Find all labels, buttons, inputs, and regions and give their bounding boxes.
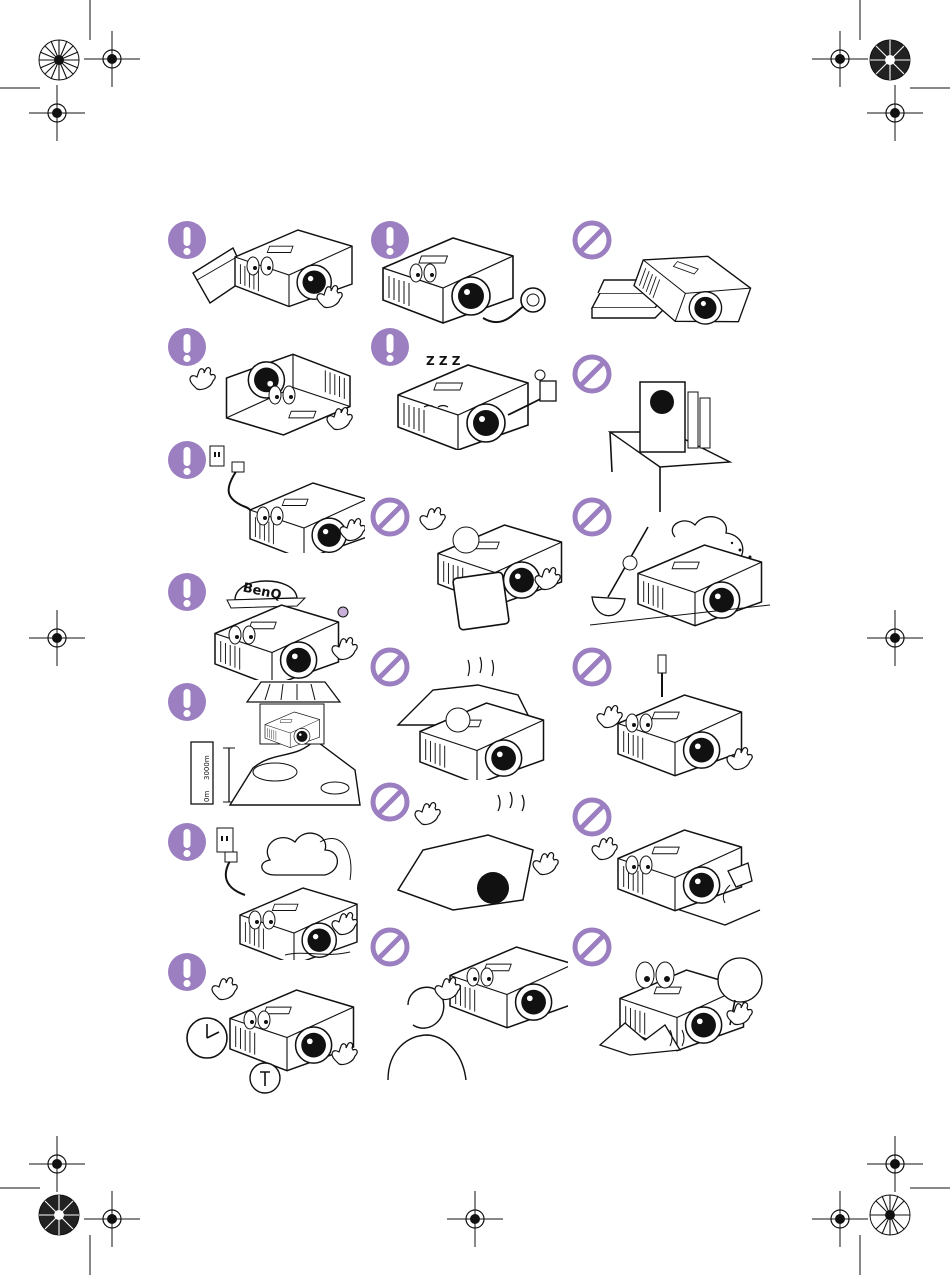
illustration-liquid-spill [570,795,770,935]
exclamation-badge-icon [168,683,206,721]
registration-crosshair-icon [27,1134,87,1194]
exclamation-badge-icon [168,953,206,991]
prohibited-circle-icon [373,650,407,684]
illustration-benq-cap: BenQ [165,570,360,680]
registration-crosshair-icon [27,608,87,668]
illustration-vent-hot [570,925,775,1065]
illustration-upside-down [165,325,360,445]
exclamation-badge-icon [168,328,206,366]
illustration-standby: Z Z Z [368,325,568,450]
registration-crosshair-icon [37,38,81,82]
prohibited-circle-icon [373,500,407,534]
illustration-storm-unplug [165,820,365,960]
illustration-covered-box [368,645,568,780]
registration-crosshair-icon [82,1189,142,1249]
illustration-unplug [165,438,365,553]
prohibited-circle-icon [575,650,609,684]
sleep-zzz-text: Z Z Z [426,354,461,368]
illustration-do-not-disassemble [570,645,770,785]
prohibited-circle-icon [575,500,609,534]
prohibited-circle-icon [575,800,609,834]
registration-crosshair-icon [445,1189,505,1249]
illustration-unstable-table [570,352,770,512]
illustration-cooling-time [165,950,365,1095]
prohibited-circle-icon [575,357,609,391]
illustration-covered-cloth [368,780,568,920]
exclamation-badge-icon [371,328,409,366]
registration-crosshair-icon [865,83,925,143]
illustration-soft-surface [570,218,770,328]
prohibited-circle-icon [575,223,609,257]
registration-crosshair-icon [868,38,912,82]
prohibited-circle-icon [575,930,609,964]
registration-crosshair-icon [82,29,142,89]
illustration-power-cord [368,218,568,333]
exclamation-badge-icon [168,221,206,259]
exclamation-badge-icon [168,573,206,611]
illustration-altitude: 3000m 0m [165,680,365,810]
prohibited-circle-icon [373,930,407,964]
exclamation-badge-icon [168,441,206,479]
registration-crosshair-icon [810,29,870,89]
registration-crosshair-icon [865,608,925,668]
illustration-blocked-lens [368,495,568,635]
illustration-dust [570,495,775,635]
illustration-do-not-look [368,925,568,1085]
exclamation-badge-icon [168,823,206,861]
registration-crosshair-icon [27,83,87,143]
exclamation-badge-icon [371,221,409,259]
registration-crosshair-icon [868,1193,912,1237]
registration-crosshair-icon [810,1189,870,1249]
registration-crosshair-icon [865,1134,925,1194]
illustration-clean-with-cloth [165,218,360,318]
altitude-3000-label: 3000m [203,755,211,780]
registration-crosshair-icon [37,1193,81,1237]
prohibited-circle-icon [373,785,407,819]
altitude-0-label: 0m [203,791,211,802]
